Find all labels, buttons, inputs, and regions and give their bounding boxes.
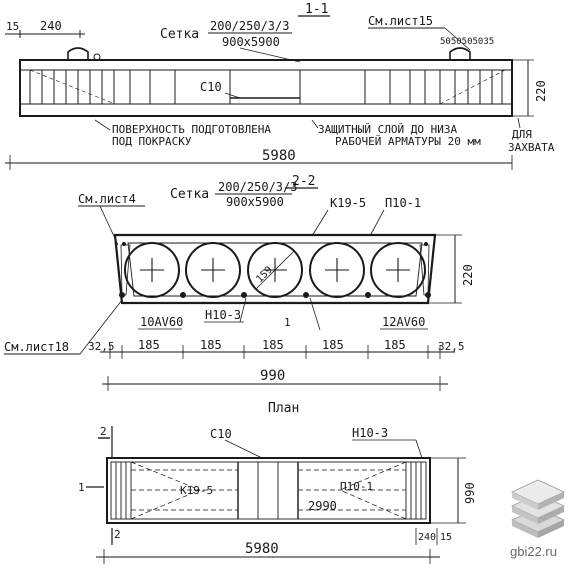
height-220-2: 220 [461,264,475,286]
hollow-core [247,242,303,298]
stirrups-right [364,70,503,104]
ref-sheet-18: См.лист18 [4,340,69,354]
mesh-spec-bottom-1: 900x5900 [222,35,280,49]
mesh-label-2: Сетка [170,187,209,202]
spacing-note: 5050505035 [440,37,494,47]
dim-185: 185 [322,338,344,352]
dim-185: 185 [384,338,406,352]
mark-2-bottom: 2 [114,528,121,541]
width-990-plan: 990 [463,482,477,504]
hollow-core [124,242,180,298]
mark-1-left-plan: 1 [78,481,85,494]
dim-32-5-right: 32,5 [438,340,465,353]
height-220-1: 220 [534,80,548,102]
p10-1-label-2: П10-1 [385,196,421,210]
dim-2990-plan: 2990 [308,499,337,513]
watermark: gbi22.ru [510,479,565,559]
cover-note-2: РАБОЧЕЙ АРМАТУРЫ 20 мм [335,135,481,148]
bar-left-label: 10AV60 [140,315,183,329]
cover-note-1: ЗАЩИТНЫЙ СЛОЙ ДО НИЗА [318,123,457,136]
dim-32-5-left: 32,5 [88,340,115,353]
rebar-points [119,242,431,298]
section-1-1: 1-1 15 240 Сетка 200/250/3/3 900x5900 См… [5,2,555,170]
grip-note-1: ДЛЯ [512,128,532,141]
dim-185: 185 [262,338,284,352]
plan-title: План [268,401,299,416]
length-5980-1: 5980 [262,148,296,164]
stirrups-left [29,70,176,104]
k19-5-plan: К19-5 [180,484,213,497]
ref-sheet-15: См.лист15 [368,14,433,28]
section-1-title: 1-1 [305,2,328,17]
core-diameter-159: 159 [254,265,275,286]
dim-185: 185 [138,338,160,352]
mark-1-label: 1 [284,316,291,329]
dim-240-plan: 240 [418,532,436,543]
k19-5-label-2: К19-5 [330,196,366,210]
hollow-cores [124,242,426,298]
mesh-c10-plan: С10 [210,427,232,441]
hollow-core [370,242,426,298]
mesh-label-1: Сетка [160,27,199,42]
mark-2-top: 2 [100,425,107,438]
surface-note-1: ПОВЕРХНОСТЬ ПОДГОТОВЛЕНА [112,123,271,136]
mesh-spec-top-2: 200/250/3/3 [218,180,297,194]
ref-sheet-4: См.лист4 [78,192,136,206]
length-5980-plan: 5980 [245,541,279,557]
width-990-2: 990 [260,368,285,384]
section-2-title: 2-2 [292,174,315,189]
end-dim-15: 15 [6,20,19,33]
n10-3-plan: Н10-3 [352,426,388,440]
mesh-spec-top-1: 200/250/3/3 [210,19,289,33]
watermark-text: gbi22.ru [510,544,557,559]
mesh-spec-bottom-2: 900x5900 [226,195,284,209]
stacked-slabs-icon [511,479,565,538]
grip-note-2: ЗАХВАТА [508,141,555,154]
end-dim-240: 240 [40,19,62,33]
dim-185: 185 [200,338,222,352]
bar-right-label: 12AV60 [382,315,425,329]
n10-3-label-2: Н10-3 [205,308,241,322]
hollow-core [185,242,241,298]
section-2-2: 2-2 Сетка 200/250/3/3 900x5900 См.лист4 … [4,174,475,391]
dim-15-plan: 15 [440,532,452,543]
p10-1-plan: П10-1 [340,480,373,493]
mesh-c10-1: С10 [200,80,222,94]
plan-view: План 2 С10 Н10-3 1 К [78,401,477,564]
surface-note-2: ПОД ПОКРАСКУ [112,135,192,148]
hollow-core [309,242,365,298]
